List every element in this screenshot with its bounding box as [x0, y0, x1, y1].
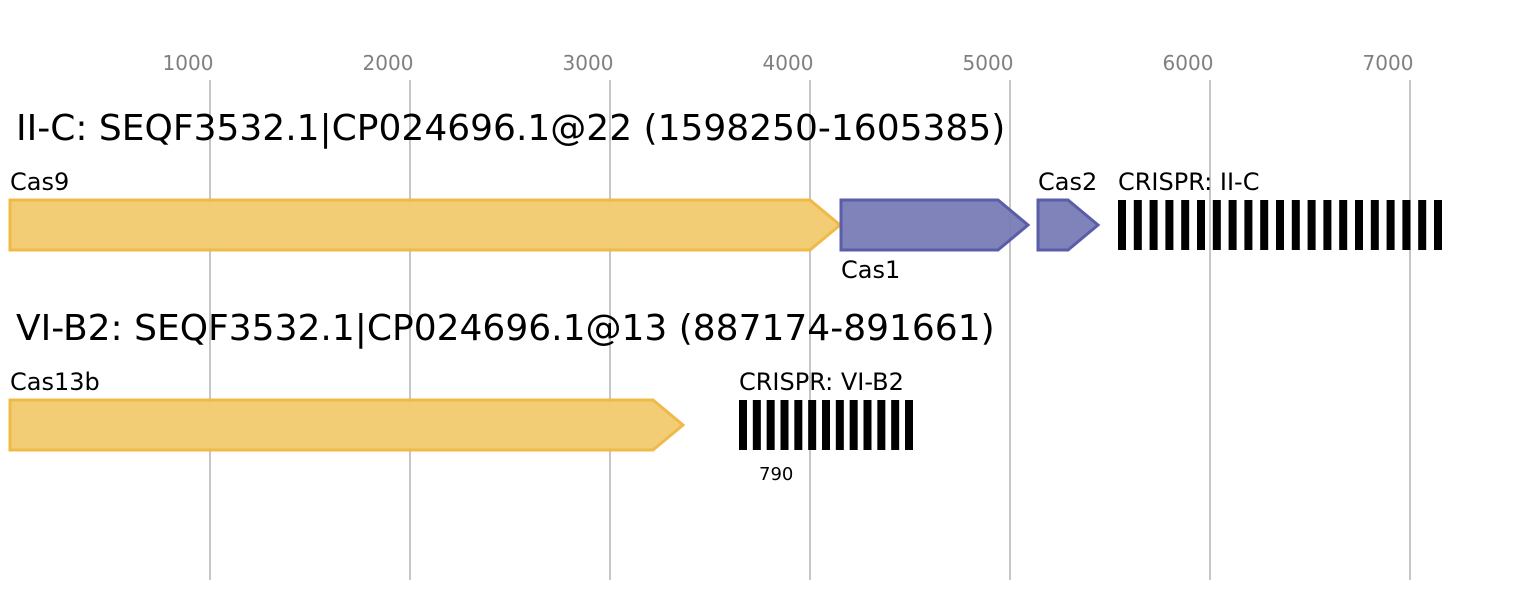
- axis-tick-label: 7000: [1363, 51, 1414, 75]
- axis-tick-label: 2000: [363, 51, 414, 75]
- crispr-repeat: [1307, 200, 1316, 250]
- crispr-repeat: [1291, 200, 1300, 250]
- crispr-repeat: [1260, 200, 1269, 250]
- axis-tick-label: 5000: [963, 51, 1014, 75]
- crispr-repeat: [877, 400, 886, 450]
- crispr-repeat: [1181, 200, 1190, 250]
- gene-label-cas1: Cas1: [841, 256, 900, 284]
- position-axis: 1000 2000 3000 4000 5000 6000 7000: [163, 51, 1414, 75]
- locus-title-ii-c: II-C: SEQF3532.1|CP024696.1@22 (1598250-…: [16, 108, 1005, 149]
- crispr-repeat: [1118, 200, 1126, 250]
- crispr-repeat: [1355, 200, 1363, 250]
- crispr-repeat: [766, 400, 775, 450]
- locus-title-vi-b2: VI-B2: SEQF3532.1|CP024696.1@13 (887174-…: [16, 308, 995, 349]
- crispr-repeat: [1323, 200, 1332, 250]
- gene-label-cas2: Cas2: [1038, 168, 1097, 196]
- crispr-repeat: [752, 400, 761, 450]
- axis-tick-label: 6000: [1163, 51, 1214, 75]
- crispr-repeat: [1370, 200, 1379, 250]
- crispr-array-crispr-ii-c: [1118, 200, 1442, 250]
- crispr-repeat: [1212, 200, 1221, 250]
- crispr-repeat: [1339, 200, 1348, 250]
- locus-vi-b2: VI-B2: SEQF3532.1|CP024696.1@13 (887174-…: [8, 308, 995, 485]
- locus-ii-c: II-C: SEQF3532.1|CP024696.1@22 (1598250-…: [8, 108, 1442, 284]
- gene-arrow-cas9: [8, 198, 843, 252]
- crispr-repeat: [1434, 200, 1442, 250]
- crispr-repeat: [905, 400, 913, 450]
- gene-arrow-cas1: [839, 198, 1031, 252]
- crispr-repeat: [822, 400, 830, 450]
- crispr-repeat: [849, 400, 858, 450]
- crispr-repeat: [794, 400, 803, 450]
- crispr-repeat: [1197, 200, 1205, 250]
- crispr-repeat: [1149, 200, 1158, 250]
- crispr-sub-label: 790: [759, 464, 793, 485]
- crispr-label-crispr-ii-c: CRISPR: II-C: [1118, 168, 1259, 196]
- crispr-repeat: [1418, 200, 1427, 250]
- crispr-repeat: [863, 400, 872, 450]
- crispr-repeat: [835, 400, 844, 450]
- crispr-repeat: [1228, 200, 1237, 250]
- axis-tick-label: 4000: [763, 51, 814, 75]
- axis-tick-label: 3000: [563, 51, 614, 75]
- position-gridlines: [209, 80, 1411, 580]
- gene-arrow-cas13b: [8, 398, 686, 452]
- gene-label-cas9: Cas9: [10, 168, 69, 196]
- crispr-repeat: [1386, 200, 1395, 250]
- crispr-repeat: [1165, 200, 1174, 250]
- axis-tick-label: 1000: [163, 51, 214, 75]
- crispr-repeat: [1276, 200, 1284, 250]
- crispr-repeat: [1133, 200, 1142, 250]
- crispr-label-crispr-vi-b2: CRISPR: VI-B2: [739, 368, 904, 396]
- crispr-repeat: [780, 400, 789, 450]
- crispr-repeat: [1402, 200, 1411, 250]
- gene-label-cas13b: Cas13b: [10, 368, 100, 396]
- gene-arrow-cas2: [1036, 198, 1101, 252]
- crispr-repeat: [1244, 200, 1253, 250]
- crispr-array-crispr-vi-b2: [739, 400, 913, 450]
- crispr-repeat: [891, 400, 900, 450]
- crispr-repeat: [808, 400, 817, 450]
- crispr-repeat: [739, 400, 747, 450]
